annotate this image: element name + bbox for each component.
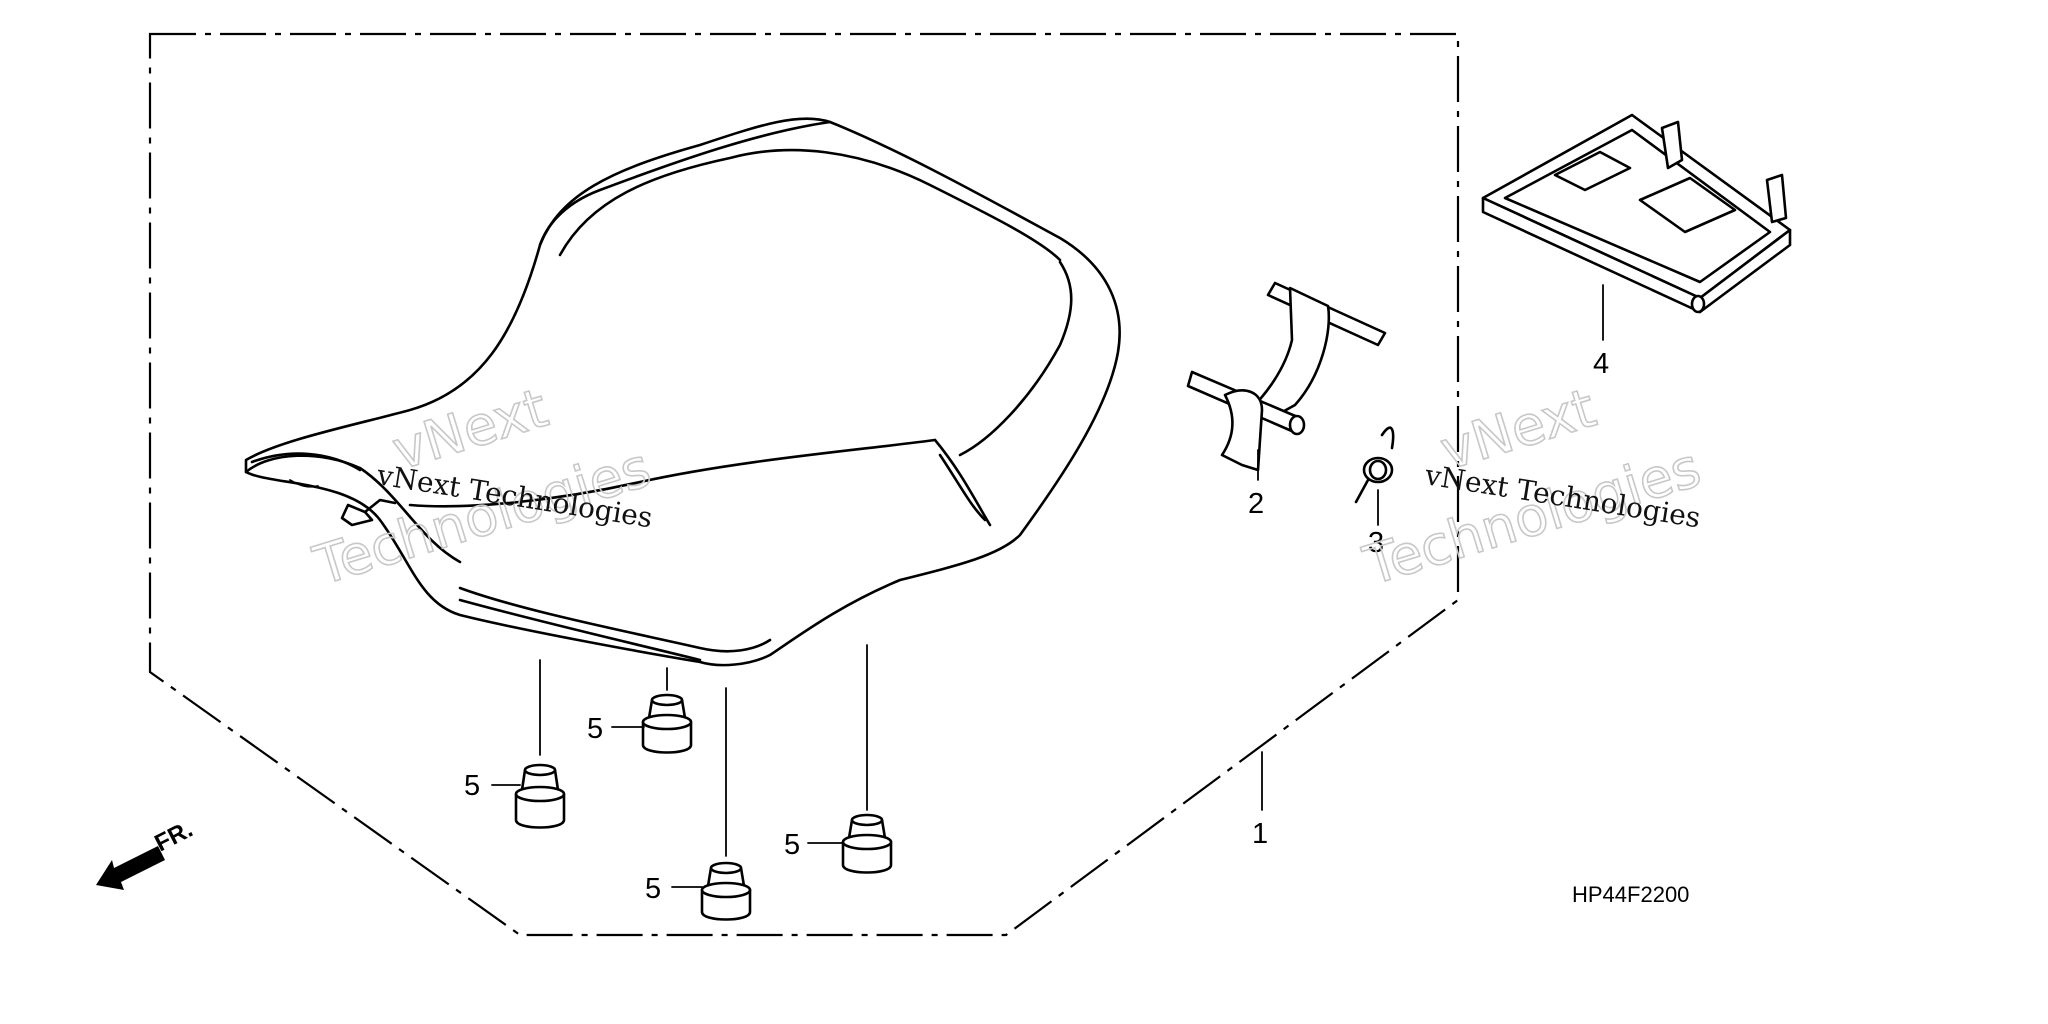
watermark-right: vNext Technologies vNext Technologies <box>1356 375 1709 598</box>
callout-4: 4 <box>1593 348 1609 380</box>
diagram-code: HP44F2200 <box>1572 882 1689 907</box>
callout-3: 3 <box>1368 527 1384 559</box>
rubber-d <box>841 644 893 874</box>
tray-illustration <box>1481 113 1792 341</box>
callout-5: 5 <box>645 873 661 905</box>
cushion-rubbers <box>514 644 893 921</box>
callout-2: 2 <box>1248 488 1264 520</box>
spring-illustration <box>1354 426 1395 526</box>
rubber-b <box>641 667 693 754</box>
front-arrow-icon: FR. <box>96 816 197 890</box>
assembly-boundary <box>148 32 1460 937</box>
callout-1: 1 <box>1252 818 1268 850</box>
callout-5: 5 <box>464 770 480 802</box>
lock-lever-illustration <box>1186 281 1387 481</box>
rubber-c <box>700 687 752 921</box>
seat-illustration <box>244 117 1121 667</box>
rubber-a <box>514 659 566 829</box>
callout-5: 5 <box>784 829 800 861</box>
callout-5: 5 <box>587 713 603 745</box>
